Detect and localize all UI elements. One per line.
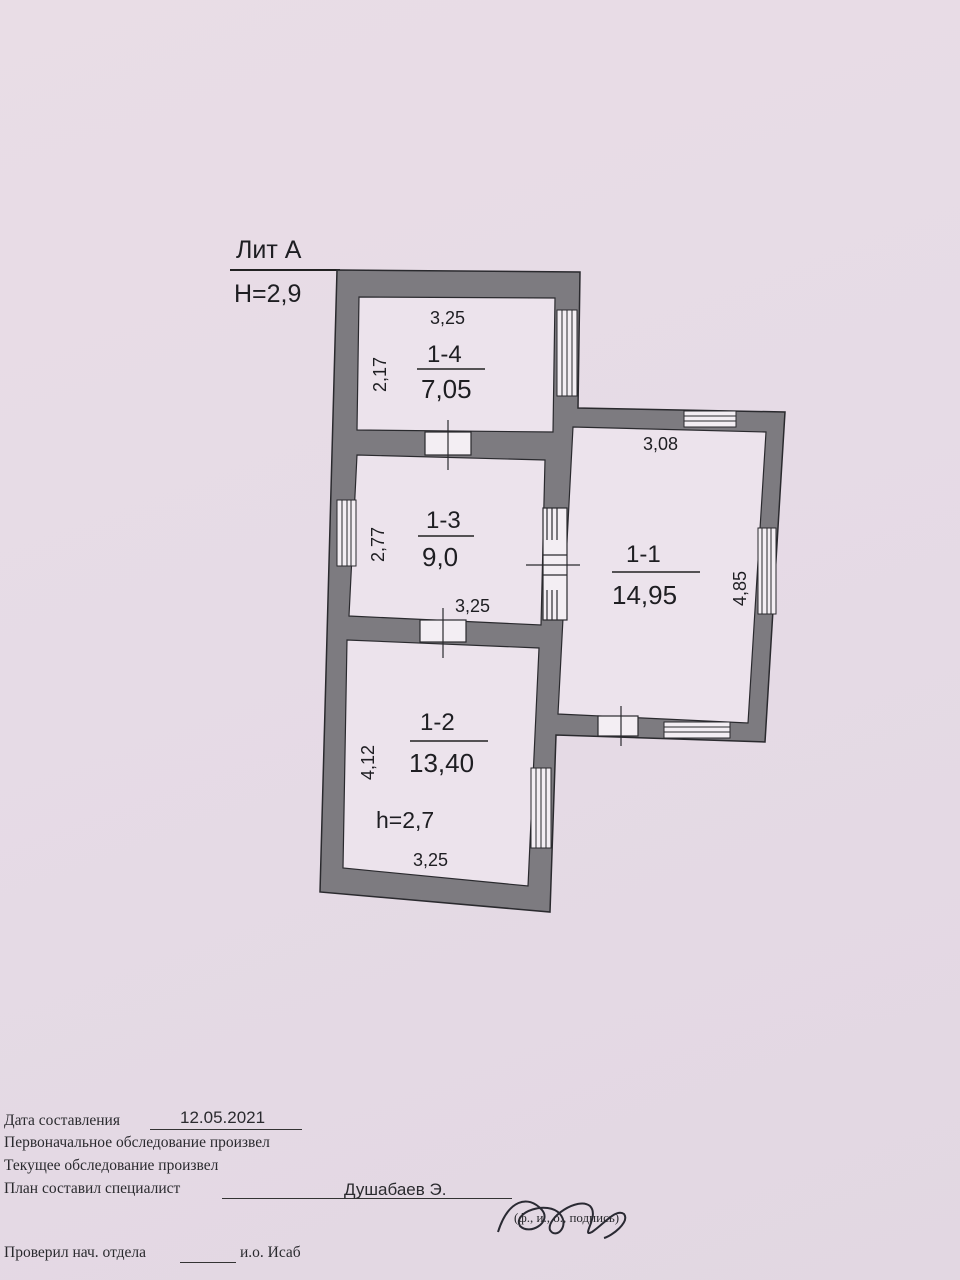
- date-underline: [150, 1129, 302, 1130]
- room-1-3-depth: 2,77: [368, 527, 388, 562]
- date-value: 12.05.2021: [180, 1108, 266, 1127]
- plan-by-row: План составил специалист Душабаев Э. (ф.…: [4, 1180, 619, 1225]
- window-1-3: [336, 499, 357, 567]
- door-1-3-to-1-1: [526, 507, 580, 621]
- plan-by-label: План составил специалист: [4, 1180, 181, 1197]
- room-1-1-depth: 4,85: [730, 571, 750, 606]
- plan-by-name: Душабаев Э.: [344, 1180, 447, 1199]
- room-1-2-height: h=2,7: [376, 807, 434, 833]
- room-1-3-width: 3,25: [455, 596, 490, 616]
- checked-row: Проверил нач. отдела и.о. Исаб: [4, 1244, 301, 1263]
- initial-survey-row: Первоначальное обследование произвел: [4, 1134, 270, 1151]
- window-1-1-bottom: [663, 721, 731, 739]
- window-1-2: [530, 767, 552, 849]
- room-1-3-number: 1-3: [426, 507, 461, 534]
- door-1-4-to-1-3: [424, 420, 472, 470]
- door-1-1-bottom: [597, 706, 639, 746]
- signature: [497, 1200, 627, 1239]
- room-1-4-area: 7,05: [421, 374, 472, 404]
- lit-label: Лит А: [236, 236, 302, 264]
- plan-by-underline: [222, 1198, 512, 1199]
- door-1-3-to-1-2: [419, 608, 467, 658]
- current-survey-row: Текущее обследование произвел: [4, 1157, 219, 1174]
- room-1-2-width: 3,25: [413, 850, 448, 870]
- room-1-1-area: 14,95: [612, 580, 677, 610]
- window-1-1-top: [683, 410, 737, 428]
- room-1-4-depth: 2,17: [370, 357, 390, 392]
- date-label: Дата составления: [4, 1112, 120, 1129]
- room-1-3-area: 9,0: [422, 542, 458, 572]
- room-1-2-depth: 4,12: [358, 745, 378, 780]
- room-1-1-width: 3,08: [643, 434, 678, 454]
- building-height: H=2,9: [234, 280, 301, 308]
- signature-caption: (ф., и., о., подпись): [514, 1210, 620, 1225]
- room-1-2-number: 1-2: [420, 709, 455, 736]
- window-1-1-right: [757, 527, 777, 615]
- date-row: Дата составления 12.05.2021: [4, 1108, 302, 1130]
- checked-label: Проверил нач. отдела: [4, 1244, 147, 1261]
- room-1-4: [356, 296, 556, 433]
- window-1-4: [556, 309, 578, 397]
- checked-underline: [180, 1262, 236, 1263]
- room-1-4-number: 1-4: [427, 341, 462, 368]
- room-1-1-number: 1-1: [626, 541, 661, 568]
- room-1-2: [342, 639, 540, 887]
- room-1-2-area: 13,40: [409, 748, 474, 778]
- checked-name: и.о. Исаб: [240, 1244, 301, 1261]
- room-1-4-width: 3,25: [430, 308, 465, 328]
